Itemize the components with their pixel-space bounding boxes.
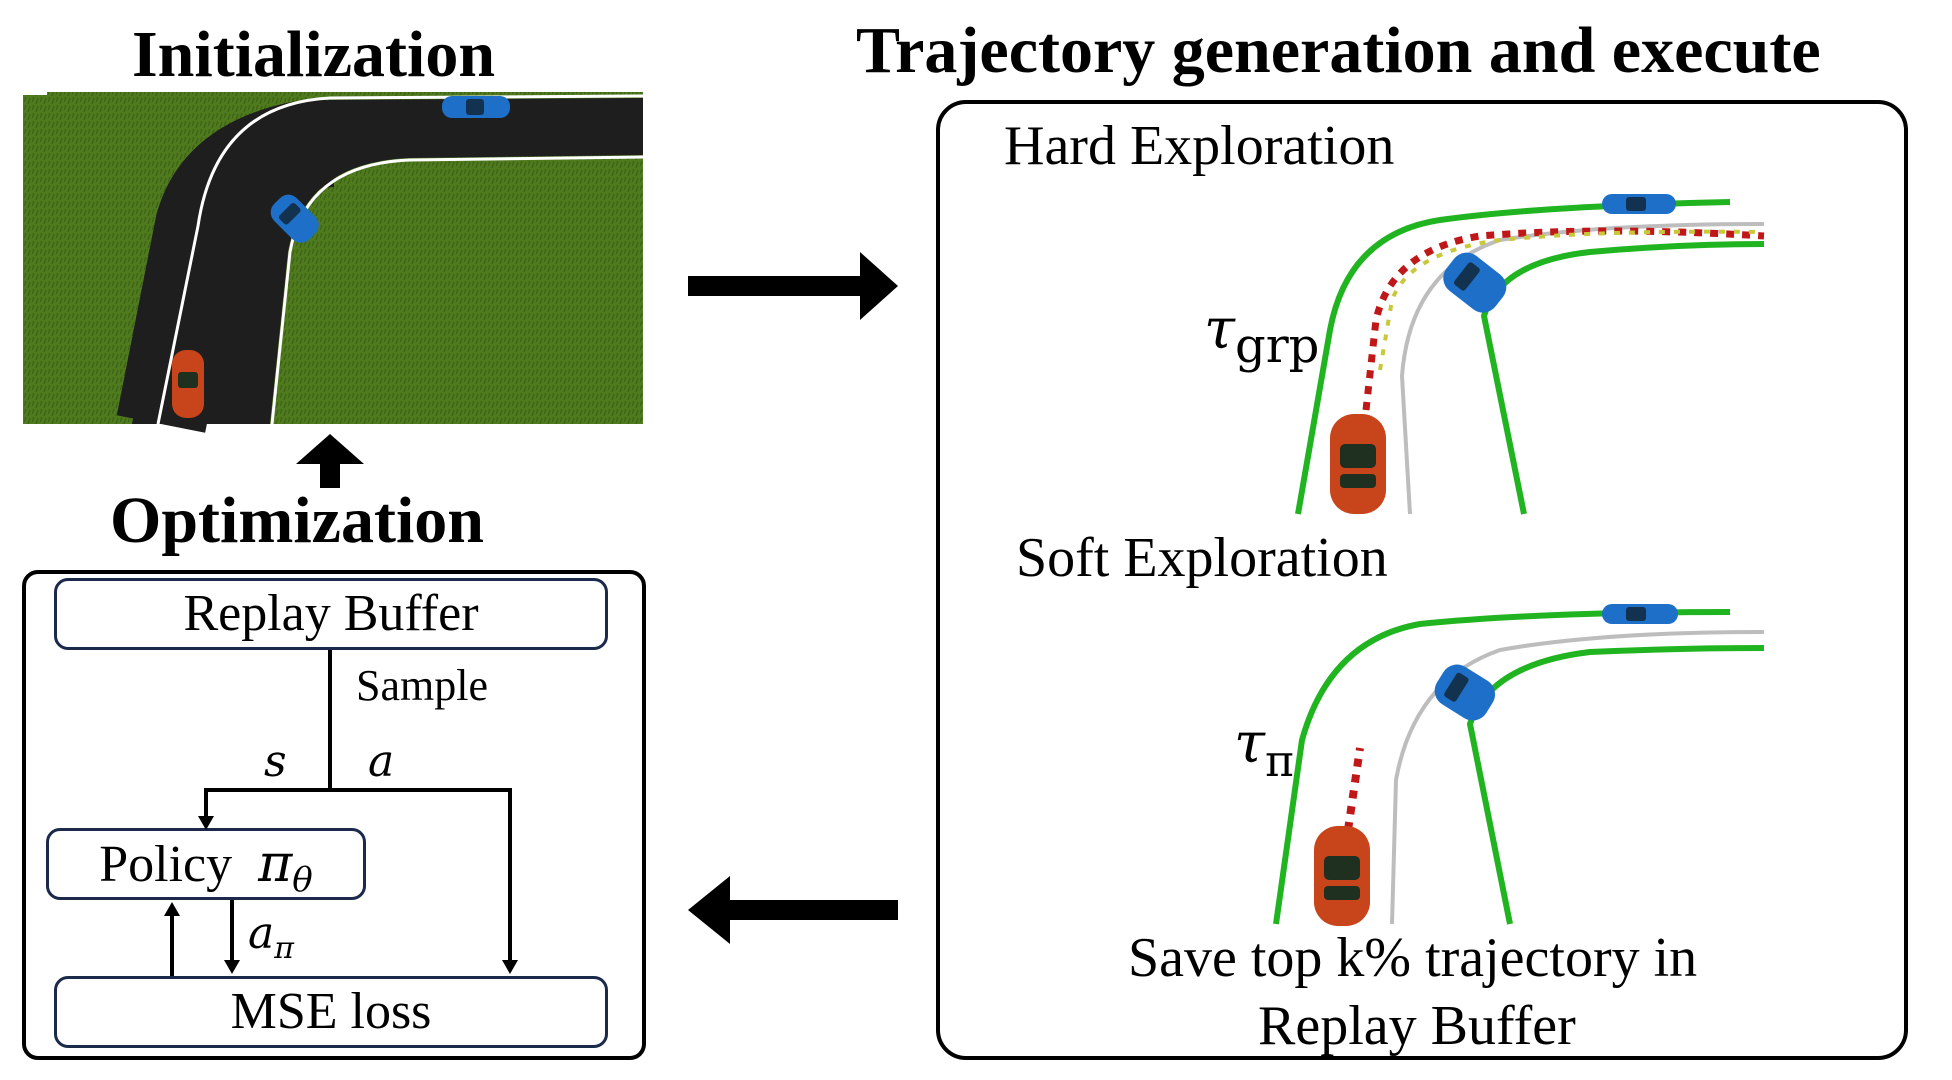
blue-car-icon bbox=[1602, 604, 1678, 624]
a-pi-label: aπ bbox=[248, 908, 294, 966]
red-car-icon bbox=[172, 350, 204, 418]
tau-pi-label: τπ bbox=[1234, 711, 1294, 787]
hard-exploration-label: Hard Exploration bbox=[1004, 115, 1395, 177]
trajectory-panel bbox=[936, 100, 1908, 1060]
mse-loss-box: MSE loss bbox=[54, 976, 608, 1048]
tau-grp-label: τgrp bbox=[1204, 297, 1320, 374]
blue-car-icon bbox=[1602, 194, 1676, 214]
soft-exploration-label: Soft Exploration bbox=[1016, 527, 1388, 589]
a-label: a bbox=[368, 736, 395, 787]
sample-label: Sample bbox=[356, 661, 488, 710]
replay-buffer-box: Replay Buffer bbox=[54, 578, 608, 650]
save-top-k-label: Save top k% trajectory in bbox=[1128, 927, 1698, 989]
mse-loss-label: MSE loss bbox=[230, 983, 432, 1040]
policy-label: Policy πθ bbox=[99, 833, 313, 900]
blue-car-icon bbox=[270, 194, 319, 243]
red-car-icon bbox=[1314, 826, 1370, 926]
policy-box: Policy πθ bbox=[46, 828, 366, 900]
trajectory-heading: Trajectory generation and execute bbox=[856, 14, 1821, 87]
blue-car-icon bbox=[1443, 252, 1507, 313]
blue-car-icon bbox=[1434, 664, 1496, 721]
initialization-heading: Initialization bbox=[132, 18, 496, 91]
replay-buffer-label: Replay Buffer bbox=[183, 585, 479, 642]
optimization-panel bbox=[22, 570, 646, 1060]
red-car-icon bbox=[1330, 414, 1386, 514]
blue-car-icon bbox=[442, 96, 510, 118]
s-label: s bbox=[264, 736, 287, 787]
optimization-heading: Optimization bbox=[110, 484, 484, 557]
save-replay-buffer-label: Replay Buffer bbox=[1258, 995, 1576, 1057]
